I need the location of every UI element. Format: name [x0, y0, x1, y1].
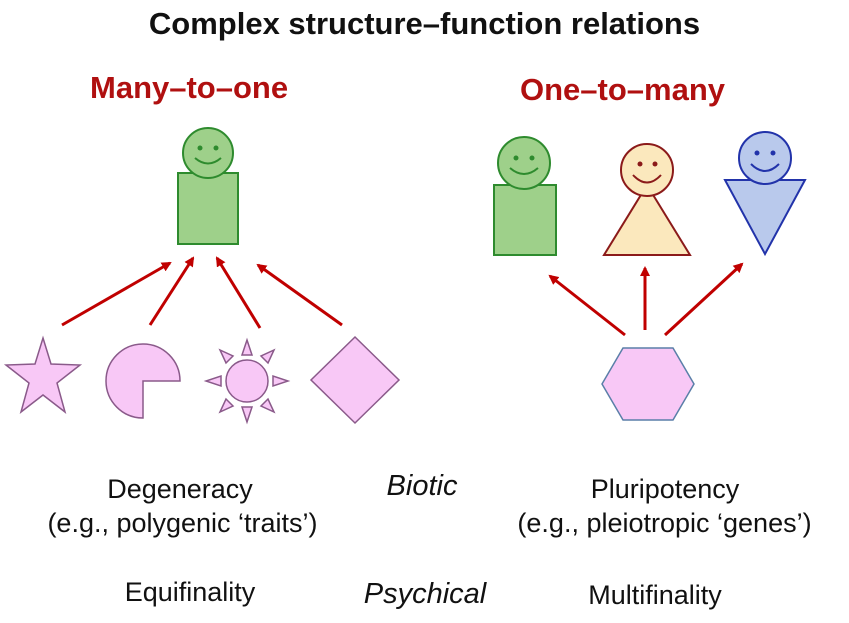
right-green-figure-icon: [493, 136, 557, 256]
pacman-shape-icon: [105, 343, 181, 419]
sun-shape-icon: [203, 337, 291, 425]
one-to-many-heading: One–to–many: [520, 72, 726, 107]
many-to-one-arrows: [61, 256, 343, 329]
pluripotency-label: Pluripotency: [590, 474, 740, 504]
right-blue-figure-icon: [723, 131, 807, 257]
degeneracy-example: (e.g., polygenic ‘traits’): [47, 508, 318, 538]
equifinality-label: Equifinality: [124, 577, 256, 607]
diamond-shape-icon: [309, 335, 401, 425]
many-to-one-heading: Many–to–one: [90, 70, 289, 105]
multifinality-label: Multifinality: [588, 580, 722, 610]
degeneracy-label: Degeneracy: [107, 474, 253, 504]
diagram-title: Complex structure–function relations: [148, 6, 701, 41]
biotic-label: Biotic: [386, 470, 458, 502]
hexagon-shape-icon: [601, 347, 695, 421]
left-target-figure-icon: [177, 127, 239, 245]
right-yellow-figure-icon: [602, 143, 692, 256]
one-to-many-arrows: [548, 262, 744, 337]
pluripotency-example: (e.g., pleiotropic ‘genes’): [517, 508, 812, 538]
psychical-label: Psychical: [363, 578, 487, 610]
star-shape-icon: [3, 335, 83, 414]
